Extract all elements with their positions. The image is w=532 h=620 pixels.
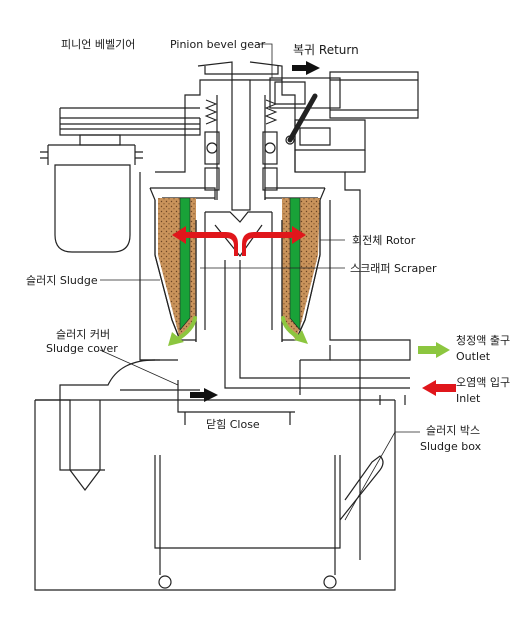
pinion-label-en: Pinion bevel gear xyxy=(170,38,266,51)
sludge-cover xyxy=(177,380,295,425)
rotor-arrow xyxy=(172,226,306,256)
flow-arrow-heads xyxy=(168,330,450,358)
sludge-box-label-en: Sludge box xyxy=(420,440,482,453)
sludge-cover-label-en: Sludge cover xyxy=(46,342,118,355)
close-label: 닫힘 Close xyxy=(206,418,260,431)
sludge-box xyxy=(34,395,406,591)
outlet-label-ko: 청정액 출구 xyxy=(456,334,511,347)
sludge-box-label-ko: 슬러지 박스 xyxy=(426,424,481,437)
pinion-label-ko: 피니언 베벨기어 xyxy=(61,38,136,51)
shaft xyxy=(204,79,278,211)
return-label: 복귀 Return xyxy=(293,43,359,57)
outlet-label-en: Outlet xyxy=(456,350,491,363)
sludge-cover-label-ko: 슬러지 커버 xyxy=(56,328,111,341)
motor-left xyxy=(40,107,201,253)
rotor-label: 회전체 Rotor xyxy=(352,234,416,247)
leader-lines xyxy=(99,43,420,521)
motor-right xyxy=(269,71,419,173)
close-arrow xyxy=(190,388,218,402)
return-arrow xyxy=(292,61,320,75)
scraper-label: 스크래퍼 Scraper xyxy=(350,262,437,275)
inlet-label-ko: 오염액 입구 xyxy=(456,376,511,389)
sludge-label: 슬러지 Sludge xyxy=(26,274,98,287)
inlet-arrow xyxy=(422,380,456,396)
drive-housing xyxy=(155,61,361,560)
inlet-label-en: Inlet xyxy=(456,392,481,405)
casing xyxy=(59,172,411,471)
sludge-layer-right xyxy=(282,198,320,340)
